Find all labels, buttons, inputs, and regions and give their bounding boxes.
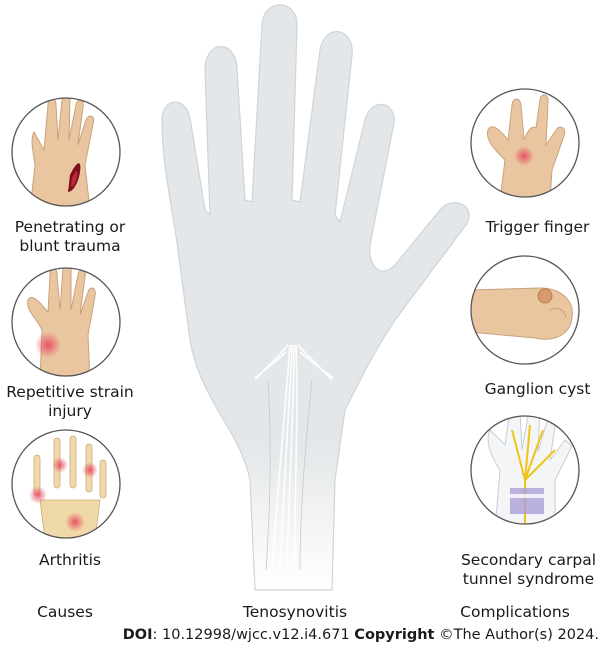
cause-label-arthritis: Arthritis xyxy=(0,551,140,570)
complication-label-carpal-tunnel-line2: tunnel syndrome xyxy=(452,570,605,589)
complication-label-carpal-tunnel-line1: Secondary carpal xyxy=(452,551,605,570)
cause-label-arthritis-line1: Arthritis xyxy=(0,551,140,570)
copyright-value: ©The Author(s) 2024. xyxy=(435,627,600,643)
strain-circle xyxy=(12,262,120,380)
arthritis-circle xyxy=(12,430,120,540)
cause-label-trauma-line2: blunt trauma xyxy=(0,237,140,256)
central-hand xyxy=(162,5,469,590)
ganglion-cyst-circle xyxy=(470,256,579,364)
carpal-tunnel-circle xyxy=(471,405,579,530)
cause-label-trauma-line1: Penetrating or xyxy=(0,218,140,237)
trigger-finger-circle xyxy=(471,89,579,200)
trauma-circle xyxy=(12,94,120,210)
doi-label: DOI xyxy=(123,627,153,643)
doi-value: : 10.12998/wjcc.v12.i4.671 xyxy=(153,627,355,643)
complication-label-trigger-finger: Trigger finger xyxy=(470,218,605,237)
complication-label-ganglion: Ganglion cyst xyxy=(470,380,605,399)
complications-heading: Complications xyxy=(445,603,585,622)
cause-label-trauma: Penetrating or blunt trauma xyxy=(0,218,140,256)
complication-label-trigger-finger-line1: Trigger finger xyxy=(470,218,605,237)
copyright-label: Copyright xyxy=(354,627,434,643)
complication-label-ganglion-line1: Ganglion cyst xyxy=(470,380,605,399)
citation-footer: DOI: 10.12998/wjcc.v12.i4.671 Copyright … xyxy=(123,627,599,643)
cause-label-strain-line2: injury xyxy=(0,402,140,421)
complication-label-carpal-tunnel: Secondary carpal tunnel syndrome xyxy=(452,551,605,589)
tenosynovitis-heading: Tenosynovitis xyxy=(220,603,370,622)
cause-label-strain: Repetitive strain injury xyxy=(0,383,140,421)
cause-label-strain-line1: Repetitive strain xyxy=(0,383,140,402)
causes-heading: Causes xyxy=(10,603,120,622)
